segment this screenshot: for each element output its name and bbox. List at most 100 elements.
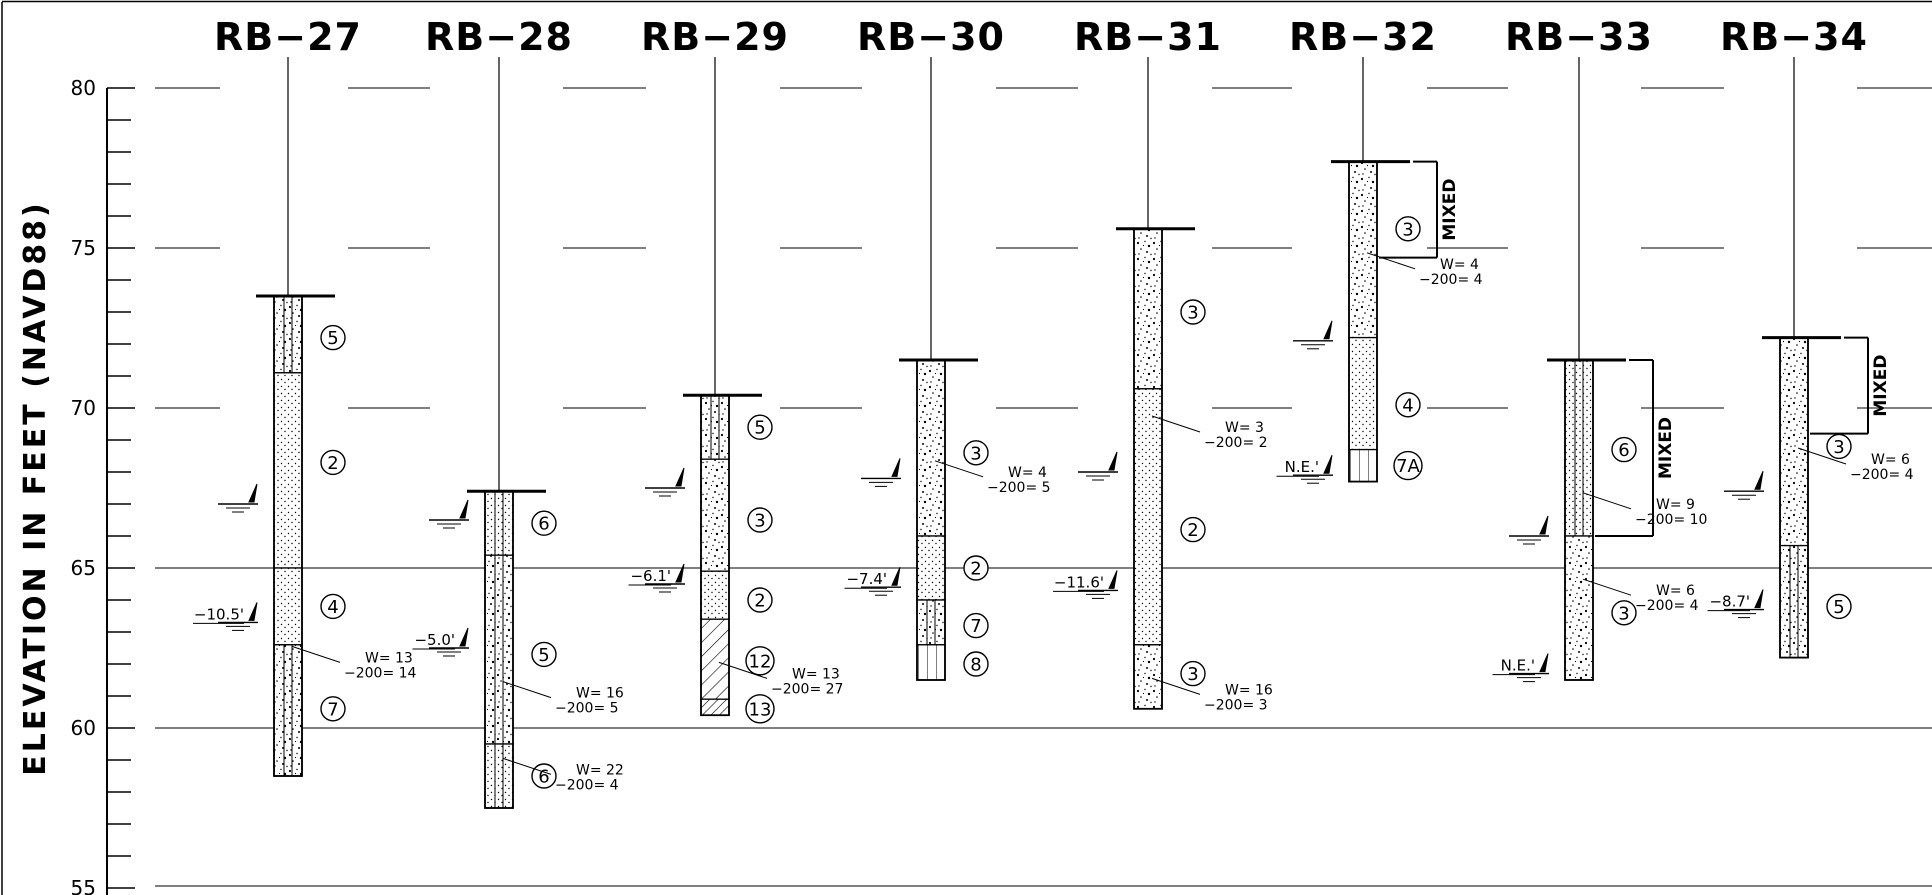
measured-level-symbol: [218, 602, 258, 631]
layer-number-circle: [1611, 600, 1637, 626]
soil-layer: [1133, 644, 1163, 710]
axis-tick-label: 55: [71, 876, 96, 895]
test-result-text: −200= 10: [1635, 512, 1707, 528]
soil-layer: [1564, 535, 1594, 681]
layer-number-circle: [963, 555, 989, 581]
water-level-symbol: [1078, 451, 1118, 481]
test-result-text: W= 13: [365, 650, 413, 666]
layer-number-circle: [747, 414, 773, 440]
layer-number: 5: [754, 418, 765, 439]
layer-number-circle: [1180, 299, 1206, 325]
test-result-text: −200= 4: [555, 777, 619, 793]
layer-number: 8: [970, 655, 981, 676]
soil-layer: [1779, 544, 1809, 659]
layer-number: 5: [327, 328, 338, 349]
measured-level-label: −10.5': [194, 605, 244, 623]
water-flag-icon: [1754, 470, 1764, 490]
layer-number: 7A: [1396, 456, 1420, 477]
test-leader-line: [291, 645, 341, 663]
test-leader-line: [1366, 252, 1416, 270]
test-result-text: −200= 5: [987, 480, 1051, 496]
layer-number: 3: [1833, 437, 1844, 458]
water-level-symbol: [429, 499, 469, 529]
water-flag-icon: [675, 563, 685, 583]
layer-number-circle: [963, 440, 989, 466]
layer-number: 3: [970, 443, 981, 464]
test-leader-line: [502, 681, 552, 699]
test-leader-line: [1582, 578, 1632, 596]
layer-number-circle: [531, 510, 557, 536]
layer-number-circle: [745, 694, 775, 724]
axis-tick-label: 75: [71, 236, 96, 260]
test-result-text: W= 22: [576, 762, 624, 778]
layer-number: 4: [327, 597, 338, 618]
layer-number: 4: [1402, 395, 1413, 416]
axis-tick-label: 60: [71, 716, 96, 740]
layer-number-circle: [1180, 660, 1206, 687]
measured-level-label: N.E.': [1285, 458, 1319, 476]
soil-layer: [1133, 228, 1163, 390]
test-leader-line: [1582, 492, 1632, 510]
soil-layer: [916, 359, 946, 537]
boring-title: RB−30: [857, 15, 1005, 59]
boring-title: RB−31: [1074, 15, 1222, 59]
layer-number: 2: [1187, 520, 1198, 541]
soil-layer: [1564, 359, 1594, 537]
measured-level-label: −11.6': [1054, 573, 1104, 591]
layer-number: 3: [1402, 219, 1413, 240]
boring-title: RB−32: [1289, 15, 1437, 59]
elevation-gridlines: [155, 87, 1932, 887]
layer-number-circle: [1395, 392, 1421, 418]
mixed-label: MIXED: [1440, 179, 1460, 241]
layer-number-circle: [1395, 216, 1421, 242]
test-result-text: −200= 5: [555, 701, 619, 717]
water-flag-icon: [459, 627, 469, 647]
soil-layer: [273, 644, 303, 777]
layer-number: 7: [970, 616, 981, 637]
water-flag-icon: [248, 602, 258, 621]
boring-title: RB−34: [1720, 15, 1868, 59]
layer-number: 12: [749, 651, 772, 672]
layer-number: 13: [749, 699, 772, 720]
boring-title: RB−29: [641, 15, 789, 59]
measured-level-label: −7.4': [846, 570, 887, 588]
layer-number-circle: [320, 449, 346, 476]
soil-layer: [916, 599, 946, 646]
test-leader-line: [718, 661, 768, 679]
layer-number: 6: [538, 514, 549, 535]
water-flag-icon: [1323, 454, 1333, 474]
soil-layer: [484, 490, 514, 556]
layer-number: 3: [1187, 303, 1198, 324]
measured-level-label: −5.0': [414, 631, 455, 649]
test-result-text: −200= 27: [771, 681, 843, 697]
layer-number: 7: [327, 699, 338, 720]
mixed-label: MIXED: [1871, 355, 1891, 417]
soil-layer: [1348, 160, 1378, 339]
layer-number-circle: [1393, 450, 1423, 481]
layer-number-circle: [963, 612, 989, 639]
boring-title: RB−28: [425, 15, 573, 59]
layer-number-circle: [1180, 516, 1206, 543]
test-leader-line: [1151, 415, 1201, 433]
layer-number-circle: [747, 507, 773, 533]
layer-number: 5: [538, 645, 549, 666]
axis-tick-label: 80: [71, 76, 96, 100]
boring-title: RB−33: [1505, 15, 1653, 59]
water-flag-icon: [459, 499, 469, 519]
measured-level-symbol: [429, 627, 469, 657]
water-flag-icon: [675, 467, 685, 487]
layer-number: 6: [538, 767, 549, 788]
layer-number-circle: [320, 324, 346, 351]
water-flag-icon: [1539, 515, 1549, 535]
measured-level-symbol: [861, 566, 901, 596]
water-flag-icon: [891, 458, 901, 477]
soil-layer: [1779, 336, 1809, 547]
